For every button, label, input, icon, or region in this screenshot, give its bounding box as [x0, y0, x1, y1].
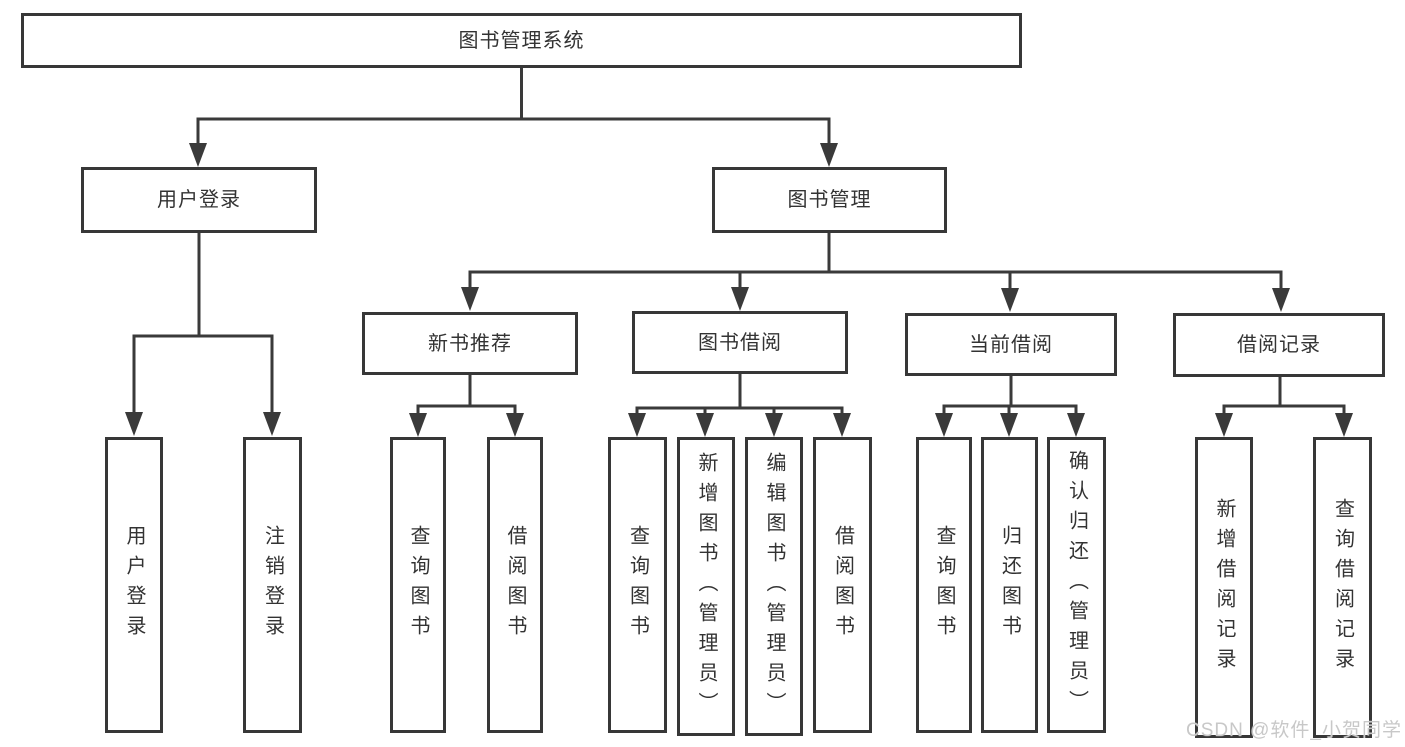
leaf-edit-books-admin: 编辑图书（管理员）: [745, 437, 803, 736]
node-borrowing-records-label: 借阅记录: [1237, 334, 1321, 356]
node-book-management: 图书管理: [712, 167, 947, 233]
leaf-logout: 注销登录: [243, 437, 302, 733]
node-new-book-recommend-label: 新书推荐: [428, 332, 512, 355]
node-root: 图书管理系统: [21, 13, 1022, 68]
node-borrowing-records: 借阅记录: [1173, 313, 1385, 377]
leaf-return-books: 归还图书: [981, 437, 1038, 733]
csdn-watermark: CSDN @软件_小贺同学: [1186, 720, 1402, 741]
leaf-add-books-admin-label: 新增图书（管理员）: [695, 451, 717, 722]
node-user-login-label: 用户登录: [157, 189, 241, 211]
leaf-borrow-books-recommend: 借阅图书: [487, 437, 543, 733]
leaf-query-books-current: 查询图书: [916, 437, 972, 733]
leaf-query-books-recommend-label: 查询图书: [407, 525, 429, 645]
node-new-book-recommend: 新书推荐: [362, 312, 578, 375]
node-book-borrowing: 图书借阅: [632, 311, 848, 374]
leaf-borrow-books-label: 借阅图书: [831, 525, 854, 645]
leaf-user-login-label: 用户登录: [123, 525, 145, 645]
leaf-query-books-borrowing: 查询图书: [608, 437, 667, 733]
leaf-query-borrow-record-label: 查询借阅记录: [1331, 497, 1354, 678]
leaf-add-borrow-record-label: 新增借阅记录: [1213, 497, 1235, 678]
leaf-return-books-label: 归还图书: [998, 525, 1021, 645]
leaf-query-books-current-label: 查询图书: [933, 525, 955, 645]
node-root-label: 图书管理系统: [458, 29, 585, 52]
leaf-user-login: 用户登录: [105, 437, 163, 733]
node-user-login: 用户登录: [81, 167, 317, 233]
leaf-confirm-return-admin: 确认归还（管理员）: [1047, 437, 1106, 733]
leaf-borrow-books: 借阅图书: [813, 437, 872, 733]
leaf-edit-books-admin-label: 编辑图书（管理员）: [763, 451, 785, 722]
node-book-management-label: 图书管理: [787, 189, 872, 211]
leaf-query-borrow-record: 查询借阅记录: [1313, 437, 1372, 738]
node-current-borrowing: 当前借阅: [905, 313, 1117, 376]
node-book-borrowing-label: 图书借阅: [698, 331, 782, 354]
leaf-confirm-return-admin-label: 确认归还（管理员）: [1065, 450, 1088, 720]
leaf-add-borrow-record: 新增借阅记录: [1195, 437, 1253, 738]
leaf-logout-label: 注销登录: [261, 525, 284, 645]
leaf-query-books-borrowing-label: 查询图书: [626, 525, 649, 645]
leaf-borrow-books-recommend-label: 借阅图书: [504, 525, 526, 645]
node-current-borrowing-label: 当前借阅: [969, 333, 1053, 356]
leaf-add-books-admin: 新增图书（管理员）: [677, 437, 735, 736]
leaf-query-books-recommend: 查询图书: [390, 437, 446, 733]
